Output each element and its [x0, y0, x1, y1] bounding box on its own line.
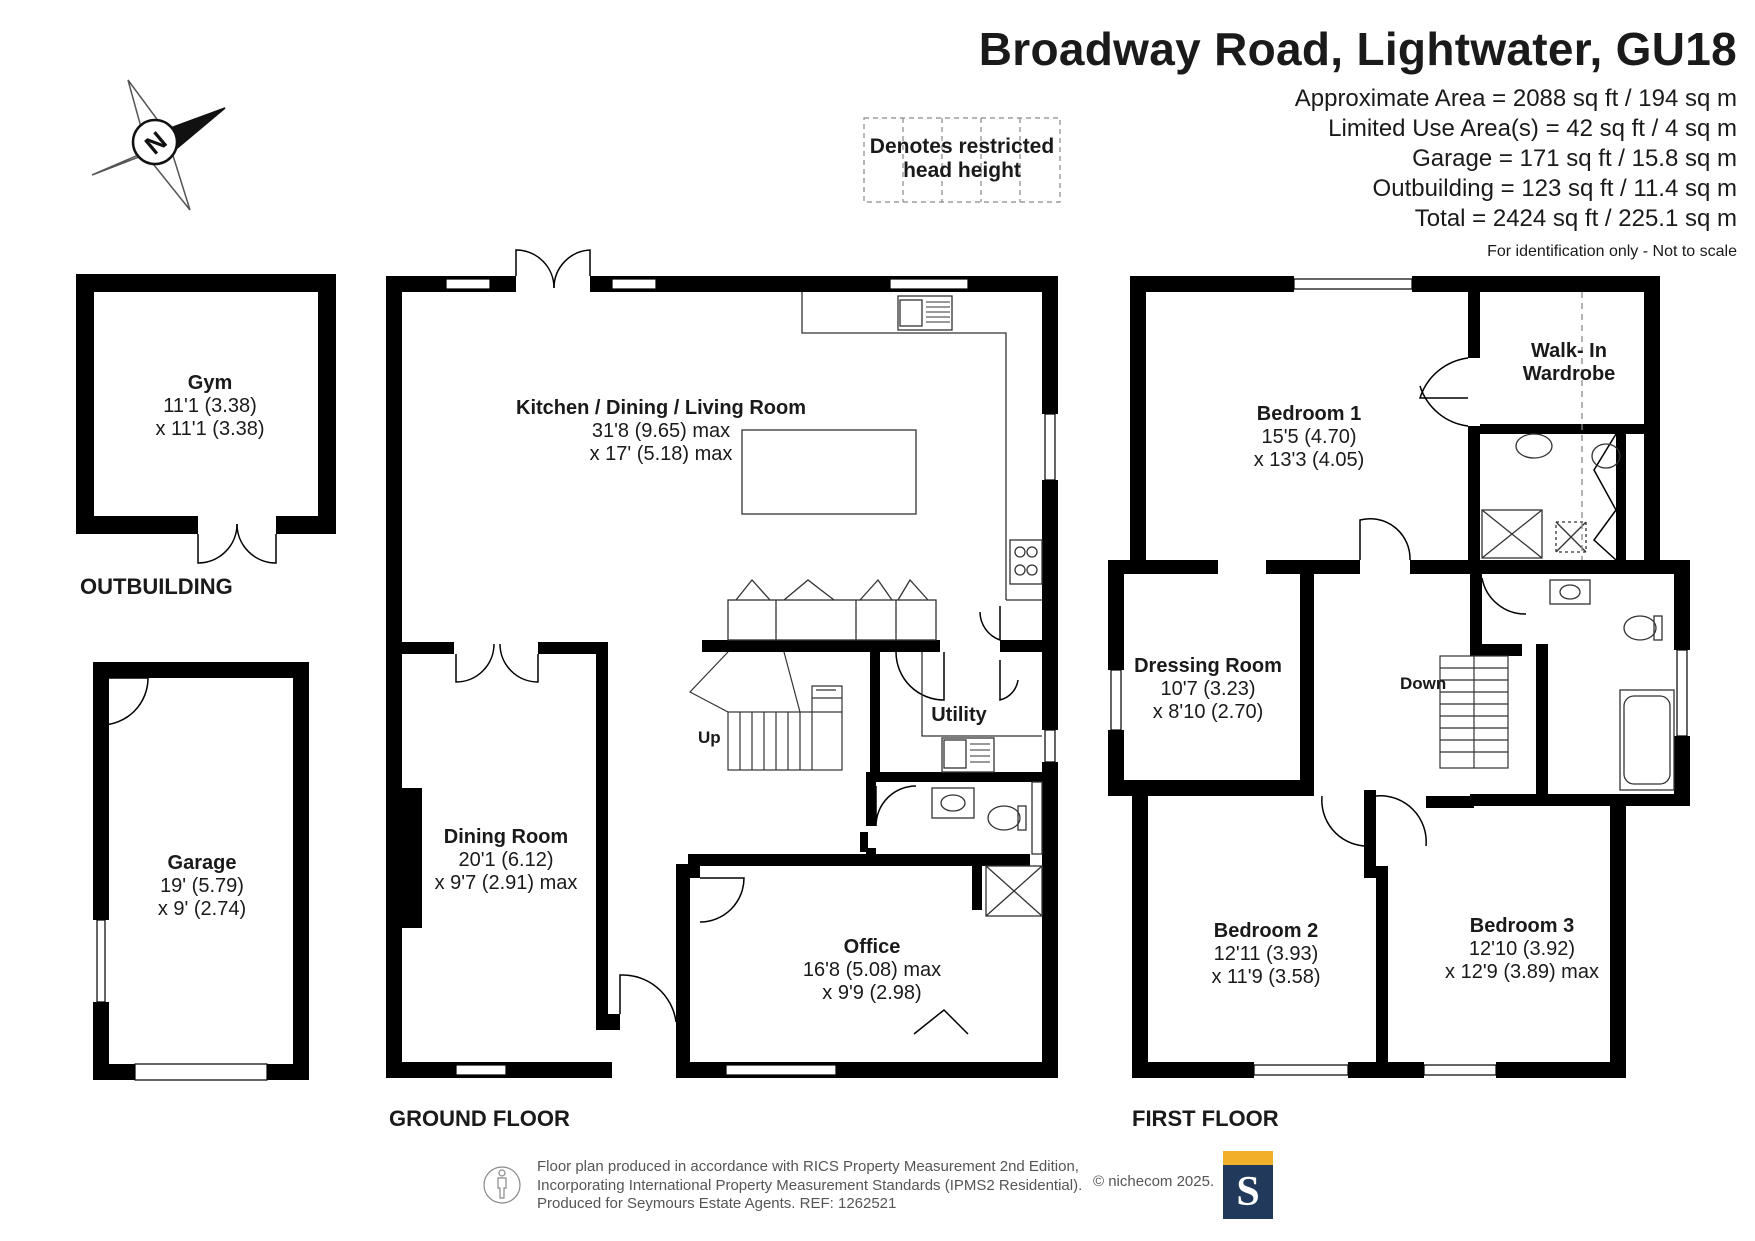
legend-line-1: Denotes restricted: [869, 135, 1055, 158]
outbuilding-area: Outbuilding = 123 sq ft / 11.4 sq m: [1372, 175, 1737, 202]
footer-line-3: Produced for Seymours Estate Agents. REF…: [537, 1195, 897, 1212]
room-dimension: 10'7 (3.23): [1160, 678, 1256, 700]
room-dining: Dining Room 20'1 (6.12) x 9'7 (2.91) max: [435, 826, 578, 895]
ground-floor-doors: [455, 249, 1019, 1035]
room-name: Gym: [187, 372, 233, 394]
room-dimension: 20'1 (6.12): [458, 849, 554, 871]
scale-note: For identification only - Not to scale: [1487, 243, 1737, 260]
stairs-up-label: Up: [698, 728, 721, 747]
room-dimension: x 9'7 (2.91) max: [434, 872, 578, 894]
room-dimension: 31'8 (9.65) max: [591, 420, 731, 442]
garage-window: [96, 919, 268, 1081]
kitchen-fixtures: [727, 292, 1043, 917]
room-dimension: 15'5 (4.70): [1261, 426, 1357, 448]
first-floor-doors: [1321, 357, 1617, 847]
room-name: Wardrobe: [1522, 363, 1616, 385]
garage-walls: [93, 662, 309, 1080]
compass-north-icon: N: [91, 79, 226, 211]
room-name: Garage: [167, 852, 237, 874]
room-name: Walk- In: [1531, 340, 1607, 362]
first-floor-windows: [1110, 278, 1688, 1076]
room-name: Dressing Room: [1134, 655, 1282, 677]
room-name: Bedroom 3: [1469, 915, 1575, 937]
room-name: Utility: [931, 704, 987, 726]
gym-double-door: [197, 523, 277, 564]
restricted-height-legend: Denotes restricted head height: [864, 135, 1060, 183]
room-name: Office: [843, 936, 901, 958]
outbuilding-section-label: OUTBUILDING: [80, 574, 233, 599]
seymours-logo: S: [1223, 1151, 1273, 1219]
room-dimension: x 17' (5.18) max: [589, 443, 733, 465]
room-office: Office 16'8 (5.08) max x 9'9 (2.98): [803, 936, 941, 1005]
room-name: Kitchen / Dining / Living Room: [516, 397, 806, 419]
first-floor-stairs: [1439, 655, 1509, 769]
footer-disclaimer: Floor plan produced in accordance with R…: [537, 1158, 1082, 1214]
room-gym: Gym 11'1 (3.38) x 11'1 (3.38): [155, 372, 264, 441]
room-utility: Utility: [931, 704, 987, 727]
approximate-area: Approximate Area = 2088 sq ft / 194 sq m: [1294, 85, 1737, 112]
logo-gold-bar: [1223, 1151, 1273, 1165]
room-dimension: 16'8 (5.08) max: [802, 959, 942, 981]
first-floor-section-label: FIRST FLOOR: [1132, 1106, 1279, 1131]
room-dimension: x 12'9 (3.89) max: [1445, 961, 1599, 983]
outbuilding-walls: [76, 274, 336, 534]
first-floor-walls: [1108, 276, 1690, 1078]
room-name: Bedroom 1: [1256, 403, 1362, 425]
area-summary: Approximate Area = 2088 sq ft / 194 sq m…: [1295, 84, 1737, 234]
room-dimension: 12'11 (3.93): [1213, 943, 1319, 965]
room-dimension: x 8'10 (2.70): [1152, 701, 1264, 723]
room-bedroom-3: Bedroom 3 12'10 (3.92) x 12'9 (3.89) max: [1445, 915, 1599, 984]
room-dressing: Dressing Room 10'7 (3.23) x 8'10 (2.70): [1134, 655, 1282, 724]
room-garage: Garage 19' (5.79) x 9' (2.74): [158, 852, 246, 921]
restricted-height-legend-box: [863, 117, 1061, 203]
room-kitchen-dining-living: Kitchen / Dining / Living Room 31'8 (9.6…: [516, 397, 806, 466]
ground-floor-walls: [386, 276, 1058, 1078]
garage-area: Garage = 171 sq ft / 15.8 sq m: [1412, 145, 1737, 172]
room-dimension: x 9' (2.74): [157, 898, 247, 920]
room-dimension: x 11'1 (3.38): [155, 418, 265, 440]
room-dimension: x 11'9 (3.58): [1211, 966, 1321, 988]
room-dimension: 11'1 (3.38): [163, 395, 257, 417]
footer-line-2: Incorporating International Property Mea…: [537, 1176, 1083, 1194]
ground-floor-stairs: [689, 651, 843, 771]
legend-line-2: head height: [903, 159, 1021, 182]
room-dimension: x 9'9 (2.98): [822, 982, 922, 1004]
garage-side-door: [100, 677, 149, 726]
room-dimension: x 13'3 (4.05): [1253, 449, 1365, 471]
stairs-down-label: Down: [1400, 674, 1447, 693]
logo-letter: S: [1236, 1169, 1260, 1215]
limited-use-area: Limited Use Area(s) = 42 sq ft / 4 sq m: [1328, 115, 1737, 142]
property-title: Broadway Road, Lightwater, GU18: [978, 23, 1737, 75]
room-walk-in-wardrobe: Walk- In Wardrobe: [1523, 340, 1616, 386]
room-name: Dining Room: [443, 826, 569, 848]
room-bedroom-2: Bedroom 2 12'11 (3.93) x 11'9 (3.58): [1211, 920, 1320, 989]
room-dimension: 12'10 (3.92): [1468, 938, 1576, 960]
room-dimension: 19' (5.79): [160, 875, 244, 897]
copyright-text: © nichecom 2025.: [1093, 1173, 1215, 1190]
person-scale-icon: [483, 1166, 521, 1204]
total-area: Total = 2424 sq ft / 225.1 sq m: [1414, 205, 1737, 232]
ground-floor-section-label: GROUND FLOOR: [389, 1106, 570, 1131]
room-bedroom-1: Bedroom 1 15'5 (4.70) x 13'3 (4.05): [1254, 403, 1365, 472]
room-name: Bedroom 2: [1213, 920, 1319, 942]
ground-floor-windows: [445, 278, 1056, 1076]
footer-line-1: Floor plan produced in accordance with R…: [537, 1158, 1079, 1175]
en-suite-fixtures: [1481, 292, 1675, 791]
